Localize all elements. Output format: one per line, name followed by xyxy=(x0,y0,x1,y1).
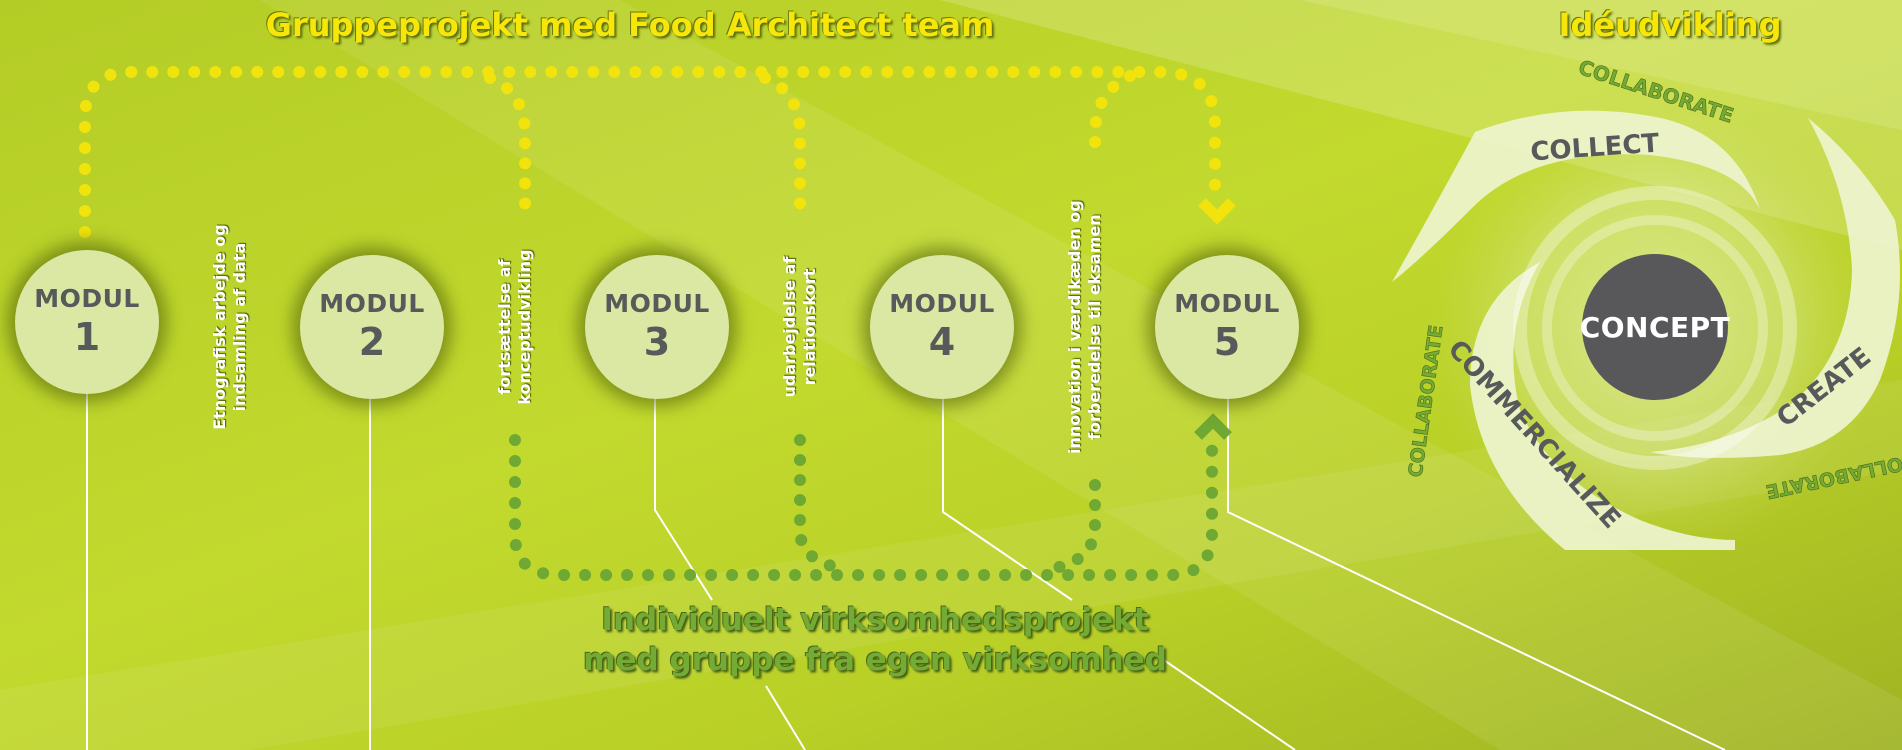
modul-3: MODUL 3 xyxy=(585,255,729,399)
modul-1-label: MODUL xyxy=(34,284,140,313)
individual-project-path xyxy=(509,434,1218,581)
activity-label-3-line2: relationskort xyxy=(800,268,819,386)
connector-line-modul-4-lower xyxy=(1157,655,1296,750)
modul-4-number: 4 xyxy=(928,320,956,364)
activity-label-1-line1: Etnografisk arbejde og xyxy=(210,224,229,430)
group-path-branch-2 xyxy=(484,72,531,212)
modul-1-number: 1 xyxy=(73,315,101,359)
modul-5-label: MODUL xyxy=(1174,289,1280,318)
connector-line-modul-3-lower xyxy=(765,685,806,750)
modul-5: MODUL 5 xyxy=(1155,255,1299,399)
modul-4-label: MODUL xyxy=(889,289,995,318)
modul-4: MODUL 4 xyxy=(870,255,1014,399)
individual-project-title-line1: Individuelt virksomhedsprojekt xyxy=(601,602,1149,638)
connector-line-modul-3 xyxy=(654,398,713,601)
swirl-arrow-commercialize xyxy=(1470,262,1735,550)
activity-label-3-line1: udarbejdelse af xyxy=(780,256,799,398)
modul-3-label: MODUL xyxy=(604,289,710,318)
individual-project-title: Individuelt virksomhedsprojekt med grupp… xyxy=(560,600,1190,680)
modul-3-number: 3 xyxy=(643,320,671,364)
individual-path-arrowhead xyxy=(1194,413,1232,440)
activity-label-2: fortsættelse af konceptudvikling xyxy=(495,197,535,457)
activity-label-4-line1: innovation i værdikæden og xyxy=(1065,200,1084,454)
activity-label-4-line2: forberedelse til eksamen xyxy=(1085,214,1104,440)
modul-2-label: MODUL xyxy=(319,289,425,318)
idea-development-title: Idéudvikling xyxy=(1558,6,1782,44)
activity-label-2-line2: konceptudvikling xyxy=(515,249,534,405)
group-path-arrowhead xyxy=(1198,198,1236,225)
group-project-title: Gruppeprojekt med Food Architect team xyxy=(265,6,995,44)
individual-path-branch-4 xyxy=(1049,479,1101,574)
activity-label-4: innovation i værdikæden og forberedelse … xyxy=(1065,197,1105,457)
swirl-arrow-collect xyxy=(1392,110,1760,283)
activity-label-3: udarbejdelse af relationskort xyxy=(780,197,820,457)
group-path-branch-3 xyxy=(759,72,806,216)
swirl-arrow-create xyxy=(1650,118,1900,458)
activity-label-1-line2: indsamling af data xyxy=(230,242,249,412)
group-path-branch-4 xyxy=(1089,70,1136,166)
individual-path-branch-3 xyxy=(794,434,846,574)
modul-2-number: 2 xyxy=(358,320,386,364)
modul-5-number: 5 xyxy=(1213,320,1241,364)
activity-label-1: Etnografisk arbejde og indsamling af dat… xyxy=(210,197,250,457)
modul-2: MODUL 2 xyxy=(300,255,444,399)
group-project-path xyxy=(79,66,1221,238)
concept-circle: CONCEPT xyxy=(1580,254,1730,400)
individual-project-title-line2: med gruppe fra egen virksomhed xyxy=(583,642,1167,678)
activity-label-2-line1: fortsættelse af xyxy=(495,259,514,395)
modul-1: MODUL 1 xyxy=(15,250,159,394)
